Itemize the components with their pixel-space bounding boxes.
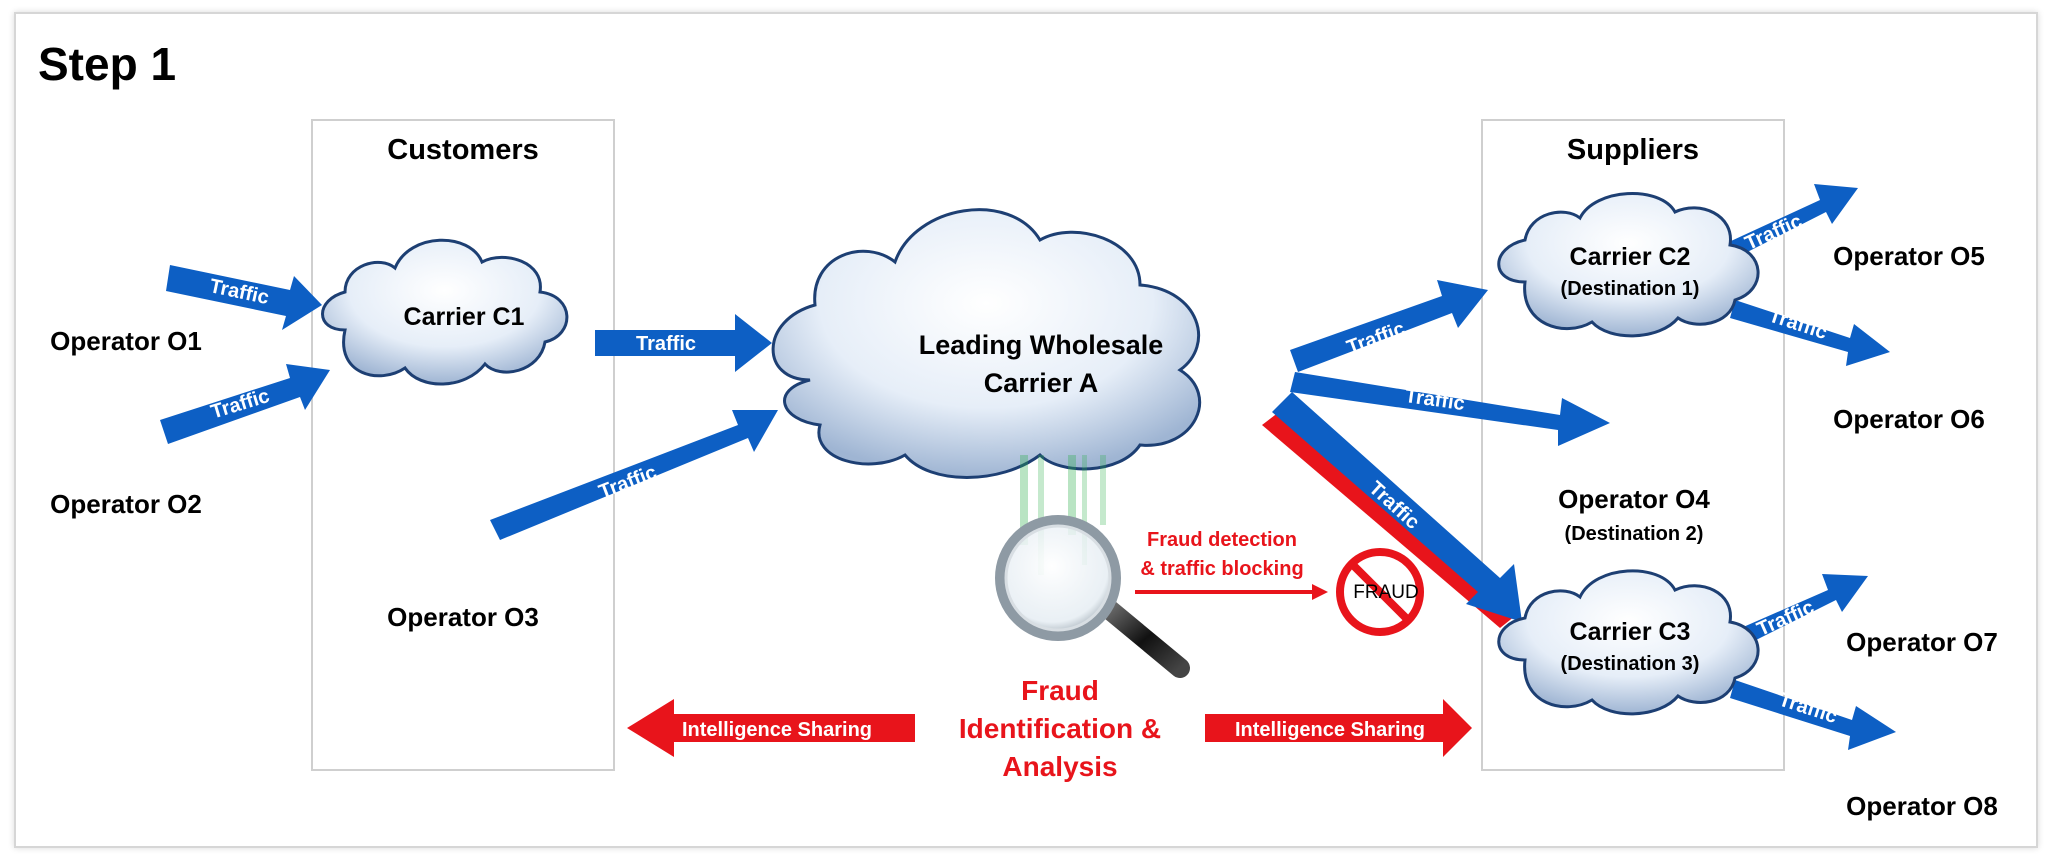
operator-o6-label: Operator O6 (1833, 404, 1985, 434)
fraud-analysis-line2: Identification & (959, 713, 1161, 744)
traffic-arrow-o7 (1725, 574, 1868, 652)
cloud-c3-label: Carrier C3 (1570, 618, 1691, 646)
operator-o3-label: Operator O3 (387, 602, 539, 632)
intelligence-arrow-left (627, 699, 915, 757)
diagram-title: Step 1 (38, 38, 176, 90)
traffic-arrow-c3 (1272, 392, 1522, 622)
operator-o8-label: Operator O8 (1846, 791, 1998, 821)
fraud-analysis-line3: Analysis (1002, 751, 1117, 782)
cloud-main-label-line2: Carrier A (984, 368, 1099, 398)
cloud-c2-sublabel: (Destination 1) (1561, 278, 1700, 300)
traffic-arrow-o1 (166, 265, 322, 330)
traffic-arrow-o2 (160, 364, 330, 444)
operator-o5-label: Operator O5 (1833, 241, 1985, 271)
intelligence-label-left: Intelligence Sharing (682, 719, 872, 741)
traffic-arrow-o3 (490, 410, 778, 540)
cloud-c2-label: Carrier C2 (1570, 243, 1691, 271)
suppliers-label: Suppliers (1567, 134, 1699, 166)
cloud-carrier-c2 (1497, 192, 1760, 338)
traffic-arrow-c2 (1290, 280, 1488, 372)
customers-box (311, 119, 615, 771)
cloud-carrier-c1 (321, 238, 569, 386)
intelligence-arrow-right (1205, 699, 1472, 757)
operator-o1-label: Operator O1 (50, 326, 202, 356)
no-fraud-icon (1336, 548, 1424, 636)
fraud-analysis-line1: Fraud (1021, 675, 1099, 706)
data-stream-decoration (1020, 455, 1106, 575)
cloud-main-carrier (771, 208, 1201, 479)
operator-o4-sublabel: (Destination 2) (1565, 523, 1704, 545)
magnifying-glass-icon (995, 515, 1190, 678)
cloud-c1-label: Carrier C1 (404, 303, 525, 331)
fraud-detection-label-line1: Fraud detection (1147, 529, 1297, 551)
traffic-arrow-o4 (1290, 372, 1610, 446)
operator-o2-label: Operator O2 (50, 489, 202, 519)
traffic-arrow-c1 (595, 314, 772, 372)
cloud-carrier-c3 (1497, 569, 1760, 716)
fraud-detection-label-line2: & traffic blocking (1140, 558, 1303, 580)
operator-o4-label: Operator O4 (1558, 484, 1710, 514)
intelligence-label-right: Intelligence Sharing (1235, 719, 1425, 741)
fraud-detection-arrowhead (1312, 584, 1328, 600)
traffic-arrow-o8 (1730, 680, 1896, 750)
operator-o7-label: Operator O7 (1846, 627, 1998, 657)
fraud-stamp-text: FRAUD (1353, 582, 1418, 603)
customers-label: Customers (387, 134, 539, 166)
traffic-arrow-o6 (1730, 300, 1890, 366)
traffic-label-c1: Traffic (636, 333, 696, 355)
cloud-c3-sublabel: (Destination 3) (1561, 653, 1700, 675)
traffic-label-o4: Traffic (1404, 385, 1467, 415)
cloud-main-label-line1: Leading Wholesale (919, 330, 1164, 360)
